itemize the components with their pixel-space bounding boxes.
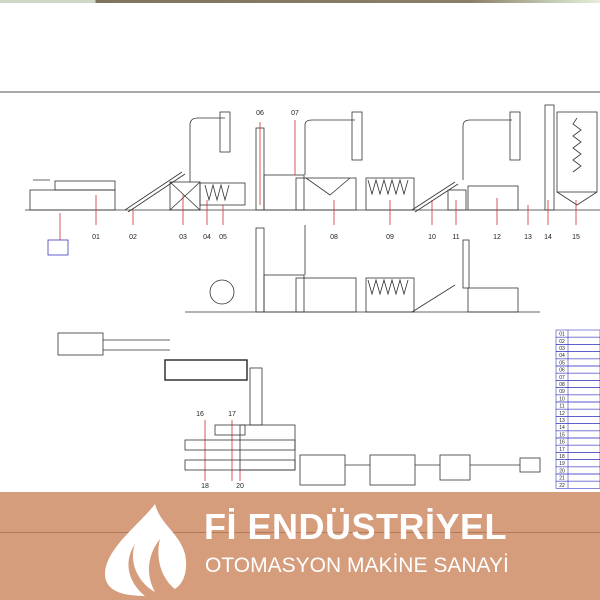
- legend-row-number: 03: [559, 346, 565, 352]
- legend-row-number: 09: [559, 389, 565, 395]
- legend-row-number: 04: [559, 353, 565, 359]
- legend-row-number: 02: [559, 339, 565, 345]
- unit-11: [447, 189, 467, 211]
- legend-row-number: 17: [559, 447, 565, 453]
- station-label: 08: [330, 234, 338, 241]
- dryer-plan: [164, 359, 248, 381]
- legend-row-number: 15: [559, 432, 565, 438]
- legend-row-number: 20: [559, 468, 565, 474]
- station-label: 16: [196, 411, 204, 418]
- station-label: 04: [203, 234, 211, 241]
- legend-row-number: 21: [559, 476, 565, 482]
- legend-row-number: 22: [559, 483, 565, 489]
- station-label: 03: [179, 234, 187, 241]
- station-label: 06: [256, 110, 264, 117]
- legend-row-number: 05: [559, 360, 565, 366]
- legend-row-number: 16: [559, 440, 565, 446]
- legend-row-number: 01: [559, 332, 565, 338]
- legend-row-number: 18: [559, 454, 565, 460]
- station-label: 18: [201, 483, 209, 490]
- legend-row-number: 11: [559, 404, 564, 410]
- station-label: 13: [524, 234, 532, 241]
- unit-02: [124, 171, 183, 211]
- legend-row-number: 12: [559, 411, 565, 417]
- leader-lines: [59, 120, 577, 481]
- station-label: 12: [493, 234, 501, 241]
- station-label: 07: [291, 110, 299, 117]
- station-label: 20: [236, 483, 244, 490]
- unit-01: [29, 189, 116, 211]
- flame-logo-icon: [105, 504, 187, 596]
- banner-divider: [0, 532, 600, 533]
- legend-row-number: 10: [559, 396, 565, 402]
- station-label: 01: [92, 234, 100, 241]
- station-label: 14: [544, 234, 552, 241]
- station-label: 17: [228, 411, 236, 418]
- legend-row-number: 19: [559, 461, 565, 467]
- unit-04: [199, 182, 246, 206]
- legend-row-number: 07: [559, 375, 565, 381]
- station-label: 05: [219, 234, 227, 241]
- legend-row-number: 06: [559, 368, 565, 374]
- unit-rotary: [209, 279, 235, 305]
- legend-row-number: 13: [559, 418, 565, 424]
- unit-15: [556, 111, 598, 193]
- photo-strip: [0, 0, 600, 3]
- conveyor-plan: [57, 332, 104, 356]
- unit-14: [544, 104, 555, 211]
- brand-name: Fİ ENDÜSTRİYEL: [204, 506, 508, 547]
- unit-12: [467, 185, 519, 211]
- legend-row-number: 08: [559, 382, 565, 388]
- brand-banner: Fİ ENDÜSTRİYEL OTOMASYON MAKİNE SANAYİ: [0, 492, 600, 600]
- station-label: 09: [386, 234, 394, 241]
- unit-10: [411, 181, 456, 211]
- station-label: 10: [428, 234, 436, 241]
- brand-tagline: OTOMASYON MAKİNE SANAYİ: [205, 554, 509, 577]
- legend-row: [555, 480, 600, 489]
- legend-row-number: 14: [559, 425, 565, 431]
- station-label: 11: [452, 234, 459, 241]
- feed-hopper: [47, 239, 69, 256]
- unit-08: [295, 177, 357, 211]
- divider: [0, 91, 600, 93]
- station-label: 02: [129, 234, 137, 241]
- station-label: 15: [572, 234, 580, 241]
